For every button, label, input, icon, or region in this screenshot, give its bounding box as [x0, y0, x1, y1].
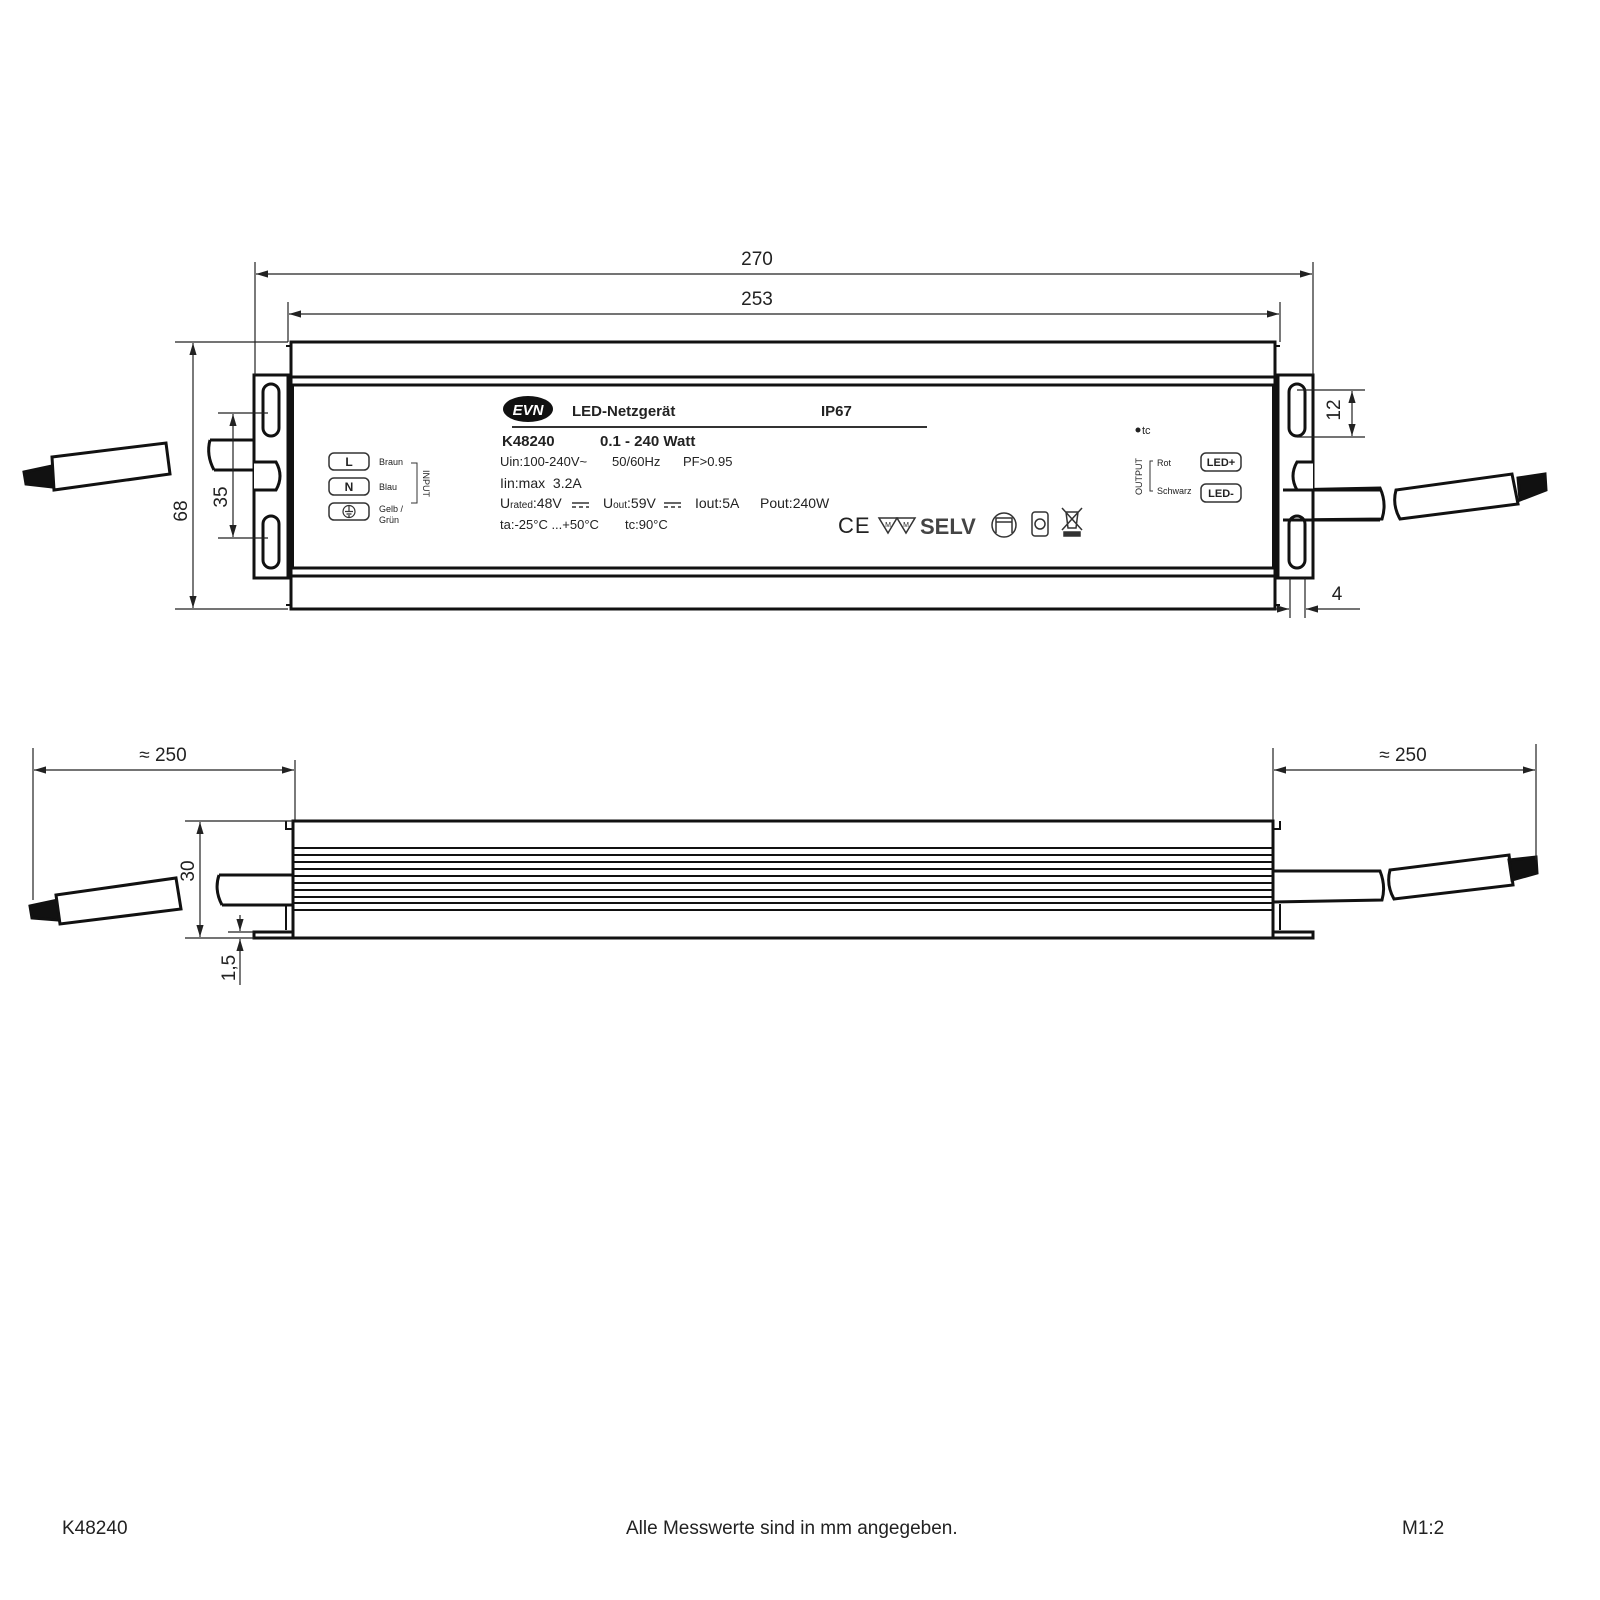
- svg-text:M: M: [903, 522, 909, 529]
- terminal-led-plus: [1200, 452, 1242, 472]
- input-current: Iin:max 3.2A: [500, 475, 582, 491]
- input-bracket: [411, 462, 418, 504]
- evn-logo: EVN: [503, 396, 553, 422]
- terminal-earth: [328, 502, 370, 521]
- terminal-led-minus: [1200, 483, 1242, 503]
- ip-rating: IP67: [821, 403, 852, 420]
- input-heading: INPUT: [421, 470, 431, 498]
- terminal-symbol: N: [345, 480, 354, 494]
- dc-symbol-icon: [572, 502, 589, 508]
- dim-270: 270: [741, 249, 773, 270]
- output-power: Pout:240W: [760, 495, 830, 511]
- side-view: [28, 819, 1539, 940]
- dim-253: 253: [741, 289, 773, 310]
- model-number: K48240: [502, 433, 555, 450]
- svg-text:M: M: [885, 522, 891, 529]
- output-voltage: Uout:59V: [603, 495, 656, 511]
- top-view-dimensions: [175, 262, 1365, 618]
- independent-ballast-icon: [1031, 511, 1049, 537]
- wire-color: Gelb /: [379, 504, 404, 514]
- dc-symbol-icon: [664, 502, 681, 508]
- terminal-symbol: LED+: [1207, 457, 1235, 469]
- footer-units-note: Alle Messwerte sind in mm angegeben.: [626, 1518, 958, 1539]
- dim-12: 12: [1324, 399, 1345, 420]
- dim-4: 4: [1332, 584, 1343, 605]
- power-range: 0.1 - 240 Watt: [600, 433, 695, 450]
- left-mounting-bracket: [252, 373, 290, 580]
- case-temp: tc:90°C: [625, 517, 668, 532]
- side-input-cable: [28, 873, 293, 926]
- terminal-symbol: LED-: [1208, 488, 1234, 500]
- dim-68: 68: [171, 500, 192, 521]
- tc-point-icon: [1135, 427, 1141, 433]
- footer-article-number: K48240: [62, 1518, 128, 1539]
- wire-color: Braun: [379, 457, 403, 467]
- dim-cable-left: ≈ 250: [139, 745, 186, 766]
- class-ii-transformer-icon: [991, 512, 1017, 538]
- wire-color: Grün: [379, 515, 399, 525]
- input-cable: [22, 438, 270, 492]
- dim-cable-right: ≈ 250: [1379, 745, 1426, 766]
- label-title: LED-Netzgerät: [572, 403, 675, 420]
- terminal-symbol: L: [345, 455, 352, 469]
- tc-point-label: tc: [1142, 425, 1151, 437]
- footer-scale: M1:2: [1402, 1518, 1445, 1539]
- input-voltage: Uin:100-240V~: [500, 454, 587, 469]
- earth-icon: [342, 504, 356, 519]
- ambient-temp: ta:-25°C ...+50°C: [500, 517, 599, 532]
- weee-bin-icon: [1061, 507, 1083, 537]
- input-terminals: L Braun N Blau Gelb / Grün INPUT: [328, 452, 431, 525]
- top-view: [22, 340, 1548, 611]
- output-current: Iout:5A: [695, 495, 740, 511]
- dim-1-5: 1,5: [219, 955, 240, 981]
- rated-voltage: Urated:48V: [500, 495, 562, 511]
- wire-color: Rot: [1157, 458, 1172, 468]
- dim-35: 35: [211, 486, 232, 507]
- output-cable: [1282, 472, 1548, 522]
- terminal-n: [328, 477, 370, 496]
- power-factor: PF>0.95: [683, 454, 733, 469]
- selv-mark: SELV: [920, 514, 976, 539]
- mm-mark-icon: M M: [877, 517, 917, 535]
- wire-color: Schwarz: [1157, 486, 1192, 496]
- ce-mark-icon: CE: [838, 513, 871, 538]
- right-mounting-bracket: [1276, 373, 1380, 580]
- product-label: EVN LED-Netzgerät IP67 K48240 0.1 - 240 …: [328, 396, 1242, 539]
- side-view-dimensions: [32, 744, 1537, 985]
- svg-text:EVN: EVN: [513, 402, 545, 419]
- housing-side: [252, 819, 1315, 940]
- output-heading: OUTPUT: [1134, 458, 1144, 496]
- dim-30: 30: [178, 860, 199, 881]
- output-terminals: OUTPUT Rot Schwarz LED+ LED-: [1134, 452, 1242, 503]
- frequency: 50/60Hz: [612, 454, 660, 469]
- terminal-l: [328, 452, 370, 471]
- output-bracket: [1149, 460, 1153, 492]
- housing-top: [286, 340, 1280, 611]
- wire-color: Blau: [379, 482, 397, 492]
- side-output-cable: [1272, 853, 1539, 904]
